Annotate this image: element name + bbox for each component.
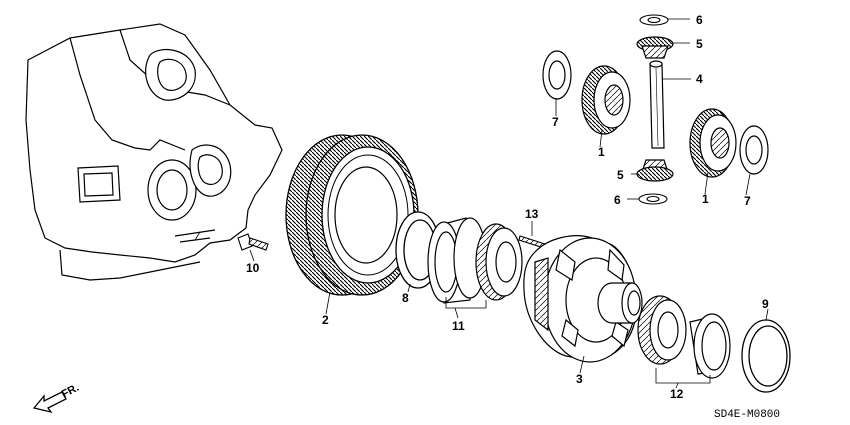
shim-ring <box>741 319 791 393</box>
front-direction-label: FR. <box>60 382 81 401</box>
pinion-gear-bottom <box>636 159 674 182</box>
diagram-code: SD4E-M0800 <box>714 409 780 421</box>
callout-10: 10 <box>246 261 260 275</box>
front-direction-arrow-icon <box>32 391 67 414</box>
callout-1-right: 1 <box>702 192 709 206</box>
side-gear-left <box>581 65 631 135</box>
differential-carrier <box>523 235 643 363</box>
side-gear-right <box>689 108 737 178</box>
callout-11: 11 <box>452 319 465 333</box>
pinion-washer-bottom <box>638 193 668 205</box>
callout-4: 4 <box>696 72 703 86</box>
callout-6-top: 6 <box>696 13 703 27</box>
pinion-washer-top <box>639 14 669 26</box>
callout-7-right: 7 <box>744 194 751 208</box>
leader-lines <box>194 18 769 389</box>
callout-5-bottom: 5 <box>617 168 624 182</box>
callout-9: 9 <box>762 297 769 311</box>
bolt <box>237 233 269 251</box>
bearing-set-12 <box>637 295 731 379</box>
callout-2: 2 <box>322 313 329 327</box>
thrust-washer-left <box>542 50 572 100</box>
callout-5-top: 5 <box>696 37 703 51</box>
final-driven-gear <box>285 134 419 296</box>
bearing-set-11 <box>427 217 523 304</box>
callout-12: 12 <box>670 387 684 401</box>
callout-7-left: 7 <box>552 115 559 129</box>
pinion-gear-top <box>636 36 674 59</box>
callout-3: 3 <box>576 372 583 386</box>
callout-1-left: 1 <box>598 145 605 159</box>
callout-13: 13 <box>525 207 539 221</box>
transmission-housing <box>25 23 283 281</box>
callout-6-bottom: 6 <box>614 193 621 207</box>
pinion-shaft <box>649 60 665 149</box>
thrust-washer-right <box>739 125 769 175</box>
callout-8: 8 <box>402 291 409 305</box>
